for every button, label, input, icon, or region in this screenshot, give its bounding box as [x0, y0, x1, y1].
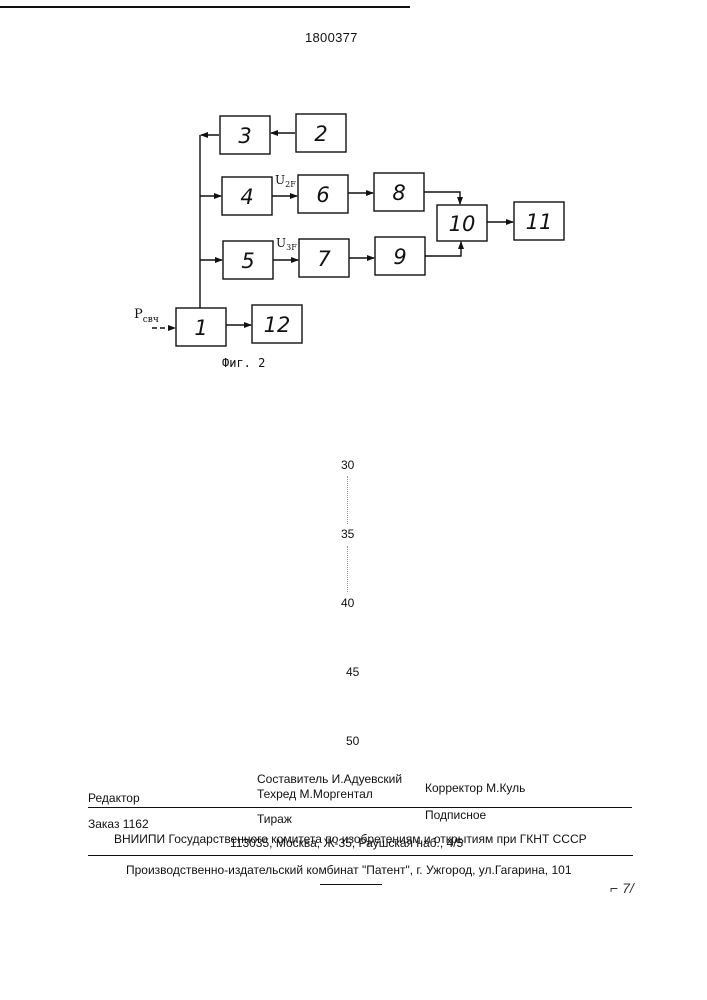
line-number: 30 — [341, 458, 354, 472]
address: 113035, Москва, Ж-35, Раушская наб., 4/5 — [230, 836, 463, 850]
block-diagram: 1 12 3 2 4 6 8 5 7 9 10 11 Pсвч U2F U3F — [0, 0, 707, 400]
dotted-guide — [347, 546, 348, 592]
block-5-label: 5 — [241, 249, 254, 273]
block-3-label: 3 — [238, 124, 251, 148]
arrow-8-to-10 — [424, 192, 460, 204]
voltage-3f-label: U3F — [276, 236, 297, 252]
block-9-label: 9 — [393, 245, 406, 269]
line-number: 50 — [346, 734, 359, 748]
voltage-2f-label: U2F — [275, 173, 296, 189]
imprint-divider — [88, 807, 632, 808]
composer: Составитель И.Адуевский — [257, 772, 402, 786]
circulation: Тираж — [257, 812, 292, 826]
block-6-label: 6 — [316, 183, 329, 207]
order-number: Заказ 1162 — [88, 817, 149, 831]
block-11-label: 11 — [526, 210, 553, 234]
block-1-label: 1 — [194, 316, 207, 340]
block-4-label: 4 — [240, 185, 253, 209]
publisher: Производственно-издательский комбинат "П… — [126, 863, 572, 877]
line-number: 45 — [346, 665, 359, 679]
block-12-label: 12 — [264, 313, 291, 337]
block-2-label: 2 — [314, 122, 327, 146]
line-number: 40 — [341, 596, 354, 610]
block-7-label: 7 — [317, 247, 331, 271]
corrector: Корректор М.Куль — [425, 781, 525, 795]
line-number: 35 — [341, 527, 354, 541]
block-10-label: 10 — [449, 212, 476, 236]
block-8-label: 8 — [392, 181, 405, 205]
input-signal-label: Pсвч — [134, 307, 159, 325]
editor: Редактор — [88, 791, 140, 805]
dotted-guide — [347, 476, 348, 524]
imprint-divider — [88, 855, 633, 856]
arrow-9-to-10 — [425, 242, 461, 256]
subscription: Подписное — [425, 808, 486, 822]
handwritten-mark: ⌐ 7/ — [610, 880, 634, 896]
techred: Техред М.Моргентал — [257, 787, 373, 801]
short-rule — [320, 884, 382, 885]
figure-caption: Фиг. 2 — [222, 356, 265, 370]
